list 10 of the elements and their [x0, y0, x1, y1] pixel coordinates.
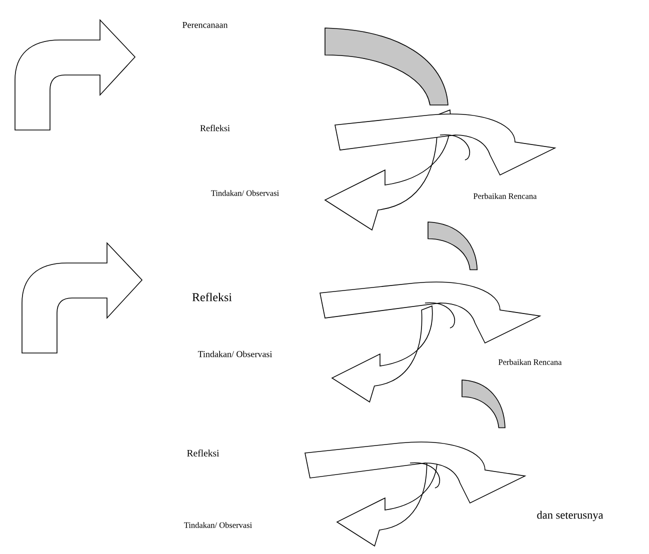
text-label: Tindakan/ Observasi: [198, 350, 272, 358]
text-label: Perbaikan Rencana: [474, 193, 537, 199]
text-label: Tindakan/ Observasi: [184, 522, 252, 528]
text-label: Perencanaan: [182, 22, 228, 28]
text-label: Refleksi: [187, 450, 220, 456]
text-label: Refleksi: [192, 292, 232, 302]
text-label: Refleksi: [200, 124, 230, 132]
text-label: dan seterusnya: [537, 510, 604, 522]
text-label: Perbaikan Rencana: [498, 359, 562, 365]
text-label: Tindakan/ Observasi: [211, 190, 279, 196]
